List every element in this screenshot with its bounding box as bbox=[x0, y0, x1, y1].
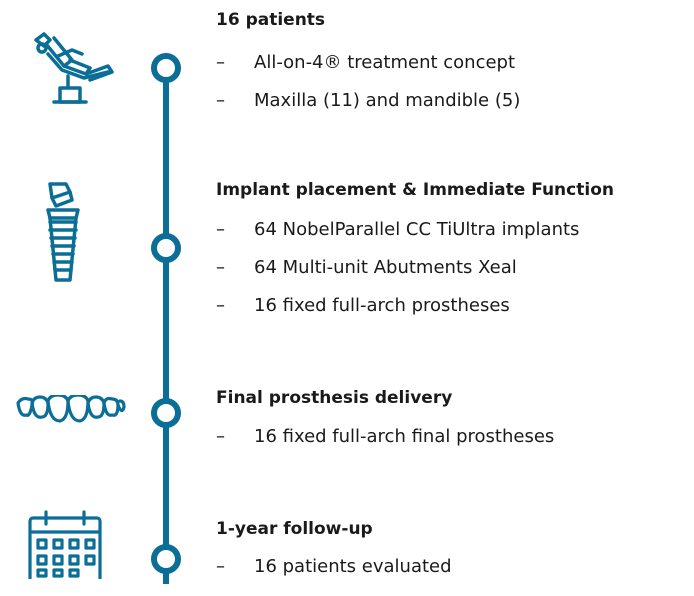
step-title-4: 1-year follow-up bbox=[216, 519, 373, 539]
teeth-arch-icon bbox=[16, 395, 126, 423]
timeline-line bbox=[163, 68, 169, 584]
list-item: –16 fixed full-arch prostheses bbox=[216, 295, 510, 316]
dental-chair-icon bbox=[34, 32, 114, 104]
step-list-3: –16 fixed full-arch final prostheses bbox=[216, 428, 554, 466]
timeline-node-2 bbox=[151, 233, 181, 263]
step-title-3: Final prosthesis delivery bbox=[216, 388, 453, 408]
step-title-1: 16 patients bbox=[216, 10, 326, 30]
timeline-node-1 bbox=[151, 53, 181, 83]
step-title-2: Implant placement & Immediate Function bbox=[216, 180, 614, 200]
step-list-1: –All-on-4® treatment concept –Maxilla (1… bbox=[216, 54, 520, 130]
timeline-node-4 bbox=[151, 544, 181, 574]
list-item: –64 NobelParallel CC TiUltra implants bbox=[216, 219, 580, 240]
list-item: –64 Multi-unit Abutments Xeal bbox=[216, 257, 517, 278]
list-item: –16 patients evaluated bbox=[216, 556, 452, 577]
step-list-4: –16 patients evaluated bbox=[216, 558, 452, 596]
list-item: –All-on-4® treatment concept bbox=[216, 52, 516, 73]
calendar-icon bbox=[28, 510, 102, 579]
step-list-2: –64 NobelParallel CC TiUltra implants –6… bbox=[216, 221, 579, 335]
list-item: –Maxilla (11) and mandible (5) bbox=[216, 90, 521, 111]
timeline-node-3 bbox=[151, 398, 181, 428]
list-item: –16 fixed full-arch final prostheses bbox=[216, 426, 555, 447]
dental-implant-icon bbox=[46, 182, 80, 282]
